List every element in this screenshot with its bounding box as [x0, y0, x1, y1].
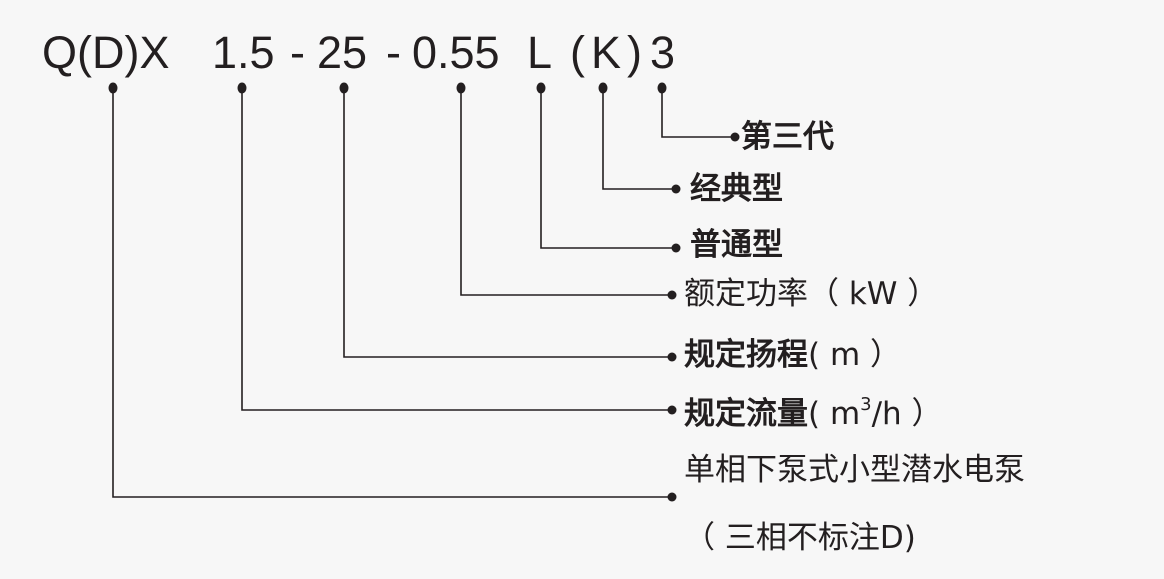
code-dash-2: - — [386, 27, 401, 78]
label-flow-unit-sup: 3 — [860, 394, 872, 415]
label-head-text: 规定扬程 — [684, 337, 808, 373]
code-flow: 1.5 — [212, 27, 275, 78]
label-flow: 规定流量( m3/h ） — [684, 396, 943, 430]
code-power: 0.55 — [412, 27, 500, 78]
label-flow-unit-pre: ( m — [808, 396, 861, 432]
label-generation: 第三代 — [741, 119, 834, 155]
label-type-line1: 单相下泵式小型潜水电泵 — [684, 452, 1025, 488]
label-type-line2: （ 三相不标注D) — [684, 520, 916, 556]
code-head: 25 — [317, 27, 368, 78]
code-dash-1: - — [290, 27, 305, 78]
label-flow-text: 规定流量 — [684, 396, 808, 432]
label-ordinary: 普通型 — [690, 227, 783, 263]
code-series: Q(D)X — [42, 27, 170, 78]
label-head-unit: ( m ） — [808, 337, 901, 373]
code-ordinary: L — [527, 27, 553, 78]
label-power: 额定功率（ kW ） — [684, 276, 939, 312]
code-classic: (K) — [570, 27, 648, 78]
label-head: 规定扬程( m ） — [684, 340, 901, 371]
label-flow-unit-post: /h ） — [871, 396, 943, 432]
label-classic: 经典型 — [690, 171, 783, 207]
code-generation: 3 — [650, 27, 676, 78]
